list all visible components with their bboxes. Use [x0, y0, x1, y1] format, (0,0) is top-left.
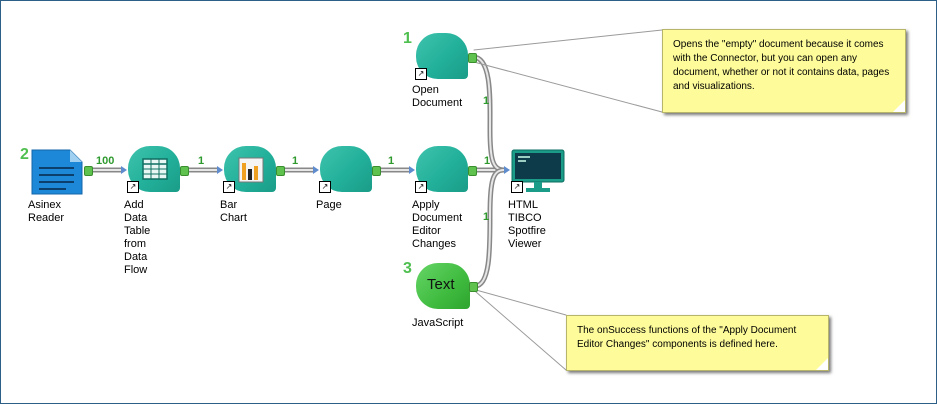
edge-count-page-apply: 1 — [388, 155, 395, 167]
edge-count-open-viewer: 1 — [483, 95, 490, 107]
apply-output-port[interactable] — [468, 166, 477, 176]
note-bottom[interactable]: The onSuccess functions of the "Apply Do… — [566, 315, 829, 371]
asinex-output-port[interactable] — [84, 166, 93, 176]
note-top[interactable]: Opens the "empty" document because it co… — [662, 29, 906, 113]
page-output-port[interactable] — [372, 166, 381, 176]
edge-count-js-viewer: 1 — [483, 211, 490, 223]
javascript-icon-text: Text — [427, 276, 455, 293]
edge-count-apply-viewer: 1 — [484, 155, 491, 167]
shortcut-arrow-icon: ↗ — [415, 181, 427, 193]
shortcut-arrow-icon: ↗ — [319, 181, 331, 193]
document-list-icon — [31, 149, 83, 195]
javascript-label: JavaScript — [412, 317, 464, 329]
add-table-output-port[interactable] — [180, 166, 189, 176]
bar-chart-output-port[interactable] — [276, 166, 285, 176]
open-document-output-port[interactable] — [468, 53, 477, 63]
apply-label: Apply Document Editor Changes — [412, 199, 463, 250]
javascript-output-port[interactable] — [469, 282, 478, 292]
bar-chart-icon — [238, 157, 264, 183]
note-bottom-text: The onSuccess functions of the "Apply Do… — [577, 325, 797, 350]
shortcut-arrow-icon: ↗ — [511, 181, 523, 193]
asinex-label: Asinex Reader — [28, 199, 65, 224]
shortcut-arrow-icon: ↗ — [415, 68, 427, 80]
edge-count-bar-page: 1 — [292, 155, 299, 167]
step-number-3: 3 — [403, 260, 412, 277]
monitor-icon — [511, 149, 565, 192]
viewer-input-port[interactable] — [504, 166, 510, 174]
add-table-label: Add Data Table from Data Flow — [124, 199, 151, 276]
note-top-text: Opens the "empty" document because it co… — [673, 39, 890, 92]
apply-input-port[interactable] — [409, 166, 415, 174]
javascript-tile: Text — [416, 263, 470, 309]
shortcut-arrow-icon: ↗ — [223, 181, 235, 193]
open-document-label: Open Document — [412, 84, 463, 109]
page-label: Page — [316, 199, 342, 211]
add-table-input-port[interactable] — [121, 166, 127, 174]
viewer-label: HTML TIBCO Spotfire Viewer — [508, 199, 546, 250]
note-fold — [893, 100, 905, 112]
edge-count-asinex-add: 100 — [96, 155, 115, 167]
shortcut-arrow-icon: ↗ — [127, 181, 139, 193]
step-number-2: 2 — [20, 146, 29, 163]
edge-count-add-bar: 1 — [198, 155, 205, 167]
page-input-port[interactable] — [313, 166, 319, 174]
table-icon — [142, 158, 168, 180]
bar-chart-input-port[interactable] — [217, 166, 223, 174]
bar-chart-label: Bar Chart — [220, 199, 247, 224]
note-fold — [816, 358, 828, 370]
step-number-1: 1 — [403, 30, 412, 47]
